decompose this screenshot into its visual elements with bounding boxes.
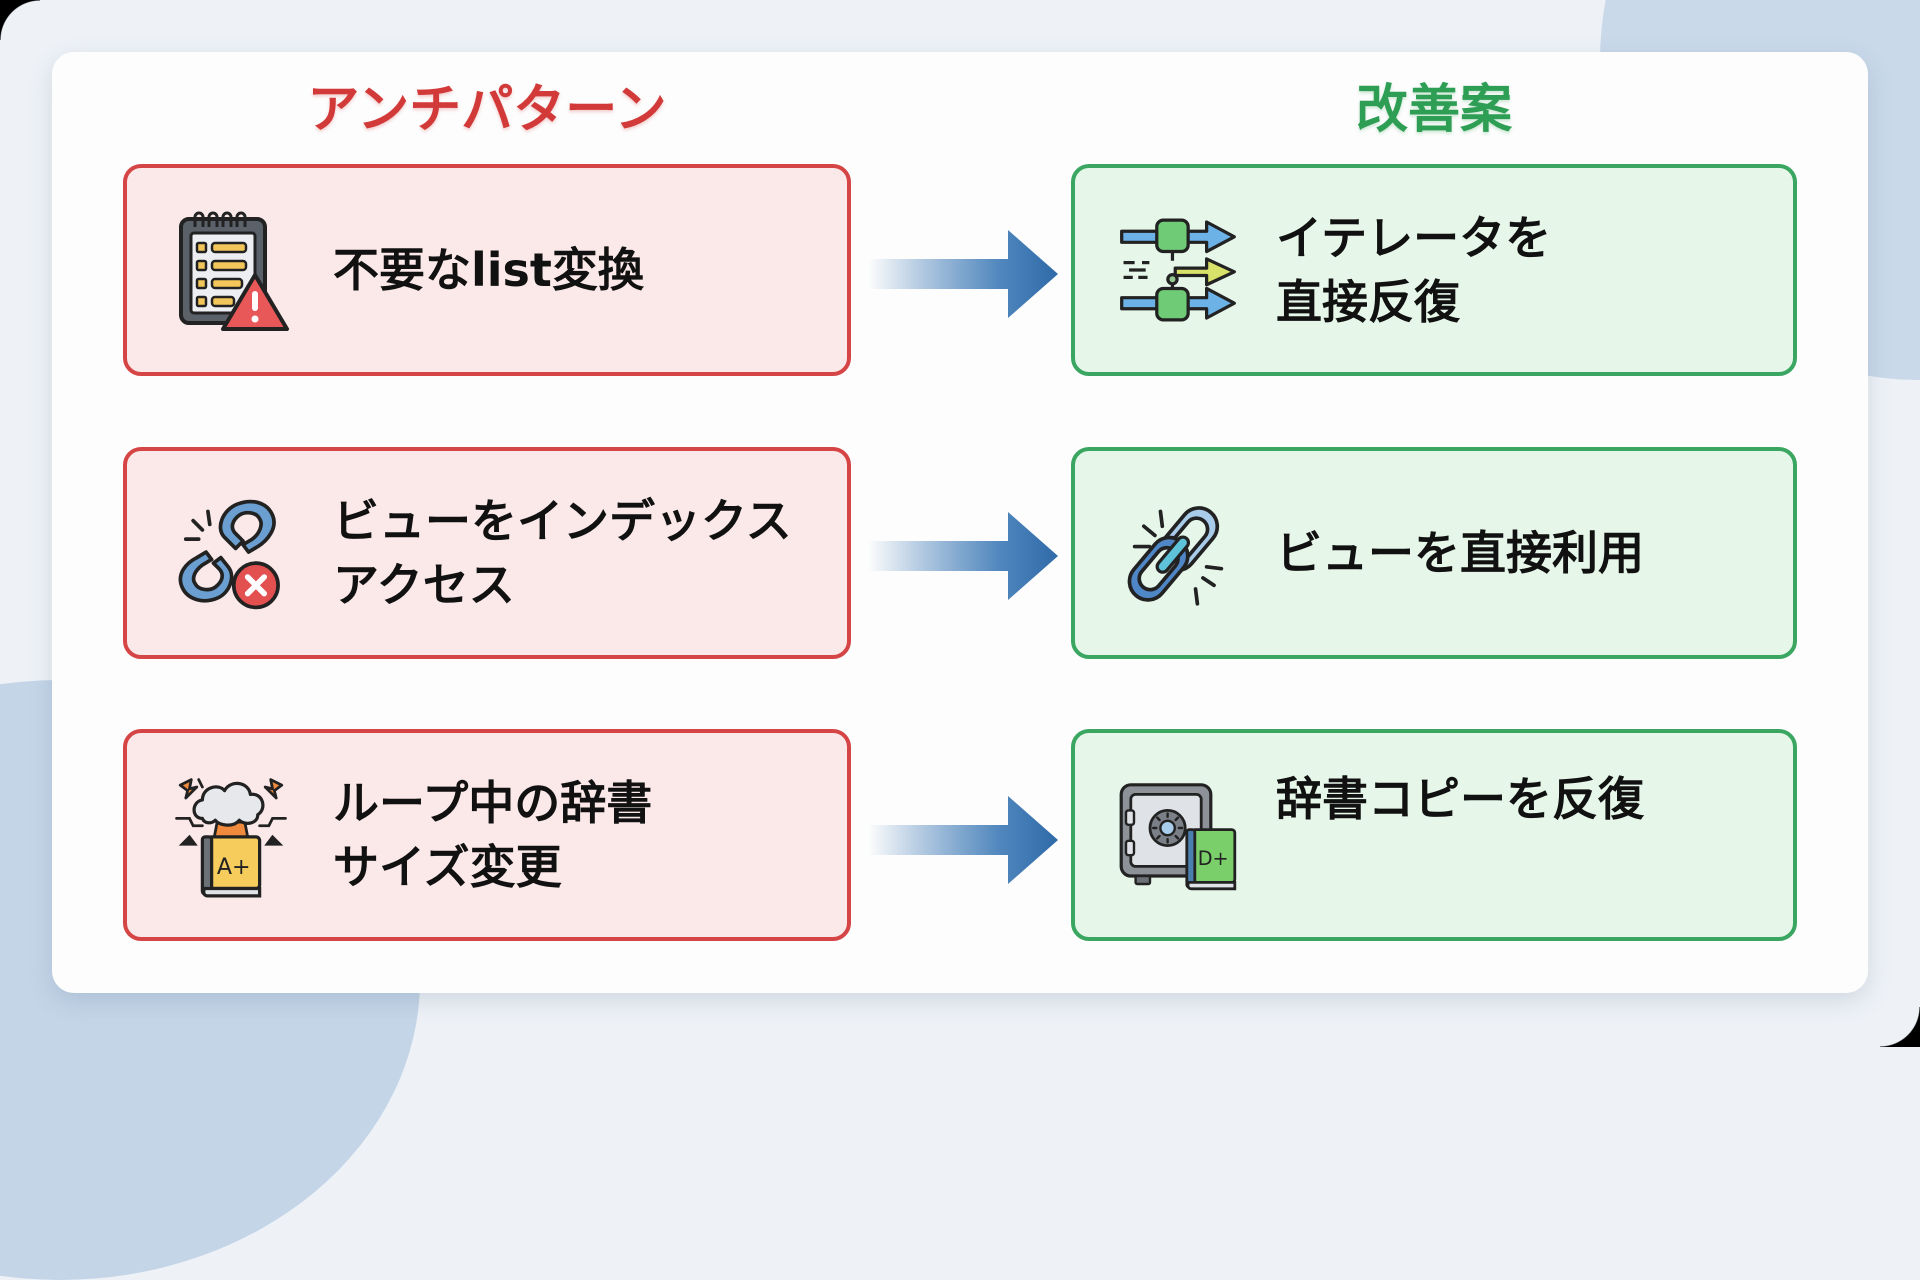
book-grade-label: D+ (1198, 847, 1229, 870)
improvement-card: D+ 辞書コピーを反復 (1071, 729, 1797, 941)
iterator-flow-icon (1118, 205, 1238, 335)
anti-pattern-text: ループ中の辞書 サイズ変更 (333, 776, 653, 894)
notepad-warning-icon (171, 205, 291, 335)
screen-corner (1880, 1007, 1920, 1047)
anti-pattern-card: A+ ループ中の辞書 サイズ変更 (123, 729, 851, 941)
anti-pattern-text: 不要なlist変換 (333, 243, 644, 297)
arrow-right-icon (868, 230, 1058, 318)
screen-corner (0, 0, 40, 40)
improvement-card: イテレータを 直接反復 (1071, 164, 1797, 376)
anti-pattern-heading: アンチパターン (307, 80, 667, 140)
linked-chain-icon (1118, 488, 1238, 618)
improvement-text: 辞書コピーを反復 (1276, 772, 1644, 826)
anti-pattern-card: ビューをインデックス アクセス (123, 447, 851, 659)
arrow-right-icon (868, 796, 1058, 884)
improvement-text: イテレータを 直接反復 (1276, 211, 1552, 329)
improvement-card: ビューを直接利用 (1071, 447, 1797, 659)
anti-pattern-text: ビューをインデックス アクセス (333, 494, 792, 612)
book-grade-label: A+ (217, 854, 251, 880)
improvement-text: ビューを直接利用 (1276, 526, 1644, 580)
improvement-heading: 改善案 (1355, 80, 1512, 140)
exploding-book-icon: A+ (171, 770, 291, 900)
anti-pattern-card: 不要なlist変換 (123, 164, 851, 376)
safe-book-icon: D+ (1118, 771, 1238, 901)
arrow-right-icon (868, 512, 1058, 600)
broken-chain-error-icon (171, 488, 291, 618)
